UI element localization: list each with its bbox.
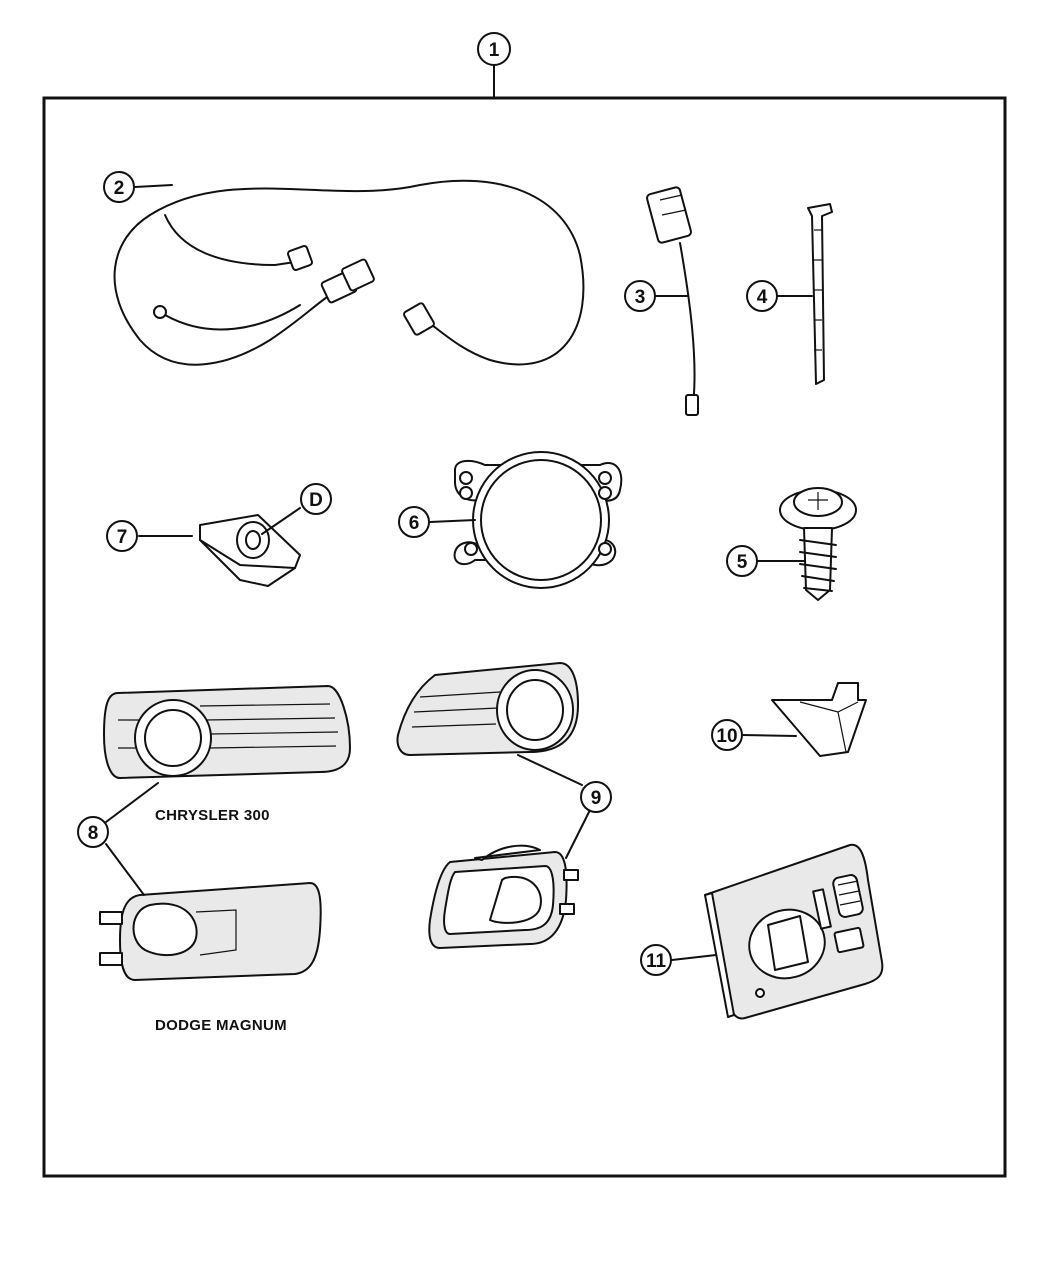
callout-2[interactable]: 2 xyxy=(103,171,135,203)
callout-9-label: 9 xyxy=(591,788,602,809)
bezel-dodge-magnum xyxy=(99,882,322,981)
callout-8[interactable]: 8 xyxy=(77,816,109,848)
callout-4-label: 4 xyxy=(757,287,768,308)
callout-7[interactable]: 7 xyxy=(106,520,138,552)
wiring-harness xyxy=(113,179,585,366)
headlamp-switch xyxy=(704,843,884,1020)
callout-2-label: 2 xyxy=(114,178,125,199)
callout-10-label: 10 xyxy=(716,726,737,747)
bracket xyxy=(771,682,867,757)
callout-7-label: 7 xyxy=(117,527,128,548)
callout-4[interactable]: 4 xyxy=(746,280,778,312)
callout-1-label: 1 xyxy=(489,40,500,61)
bezel-upper-9 xyxy=(396,662,579,756)
callout-1[interactable]: 1 xyxy=(477,32,511,66)
callout-6[interactable]: 6 xyxy=(398,506,430,538)
callout-9[interactable]: 9 xyxy=(580,781,612,813)
fog-lamp xyxy=(453,451,623,589)
bezel-chrysler-300 xyxy=(103,685,351,779)
callout-5-label: 5 xyxy=(737,552,748,573)
callout-10[interactable]: 10 xyxy=(711,719,743,751)
callout-D[interactable]: D xyxy=(300,483,332,515)
callout-3-label: 3 xyxy=(635,287,646,308)
bezel-lower-9 xyxy=(428,844,579,949)
callout-11-label: 11 xyxy=(646,951,667,972)
screw xyxy=(779,487,857,601)
callout-11[interactable]: 11 xyxy=(640,944,672,976)
callout-3[interactable]: 3 xyxy=(624,280,656,312)
callout-6-label: 6 xyxy=(409,513,420,534)
caption-dodge-magnum: DODGE MAGNUM xyxy=(155,1017,287,1034)
callout-5[interactable]: 5 xyxy=(726,545,758,577)
callout-8-label: 8 xyxy=(88,823,99,844)
pigtail-connector xyxy=(646,186,699,416)
callout-D-label: D xyxy=(309,490,323,511)
caption-chrysler-300: CHRYSLER 300 xyxy=(155,807,270,824)
kit-border xyxy=(42,65,1007,1178)
clip-nut xyxy=(199,514,301,587)
cable-tie xyxy=(807,203,833,385)
